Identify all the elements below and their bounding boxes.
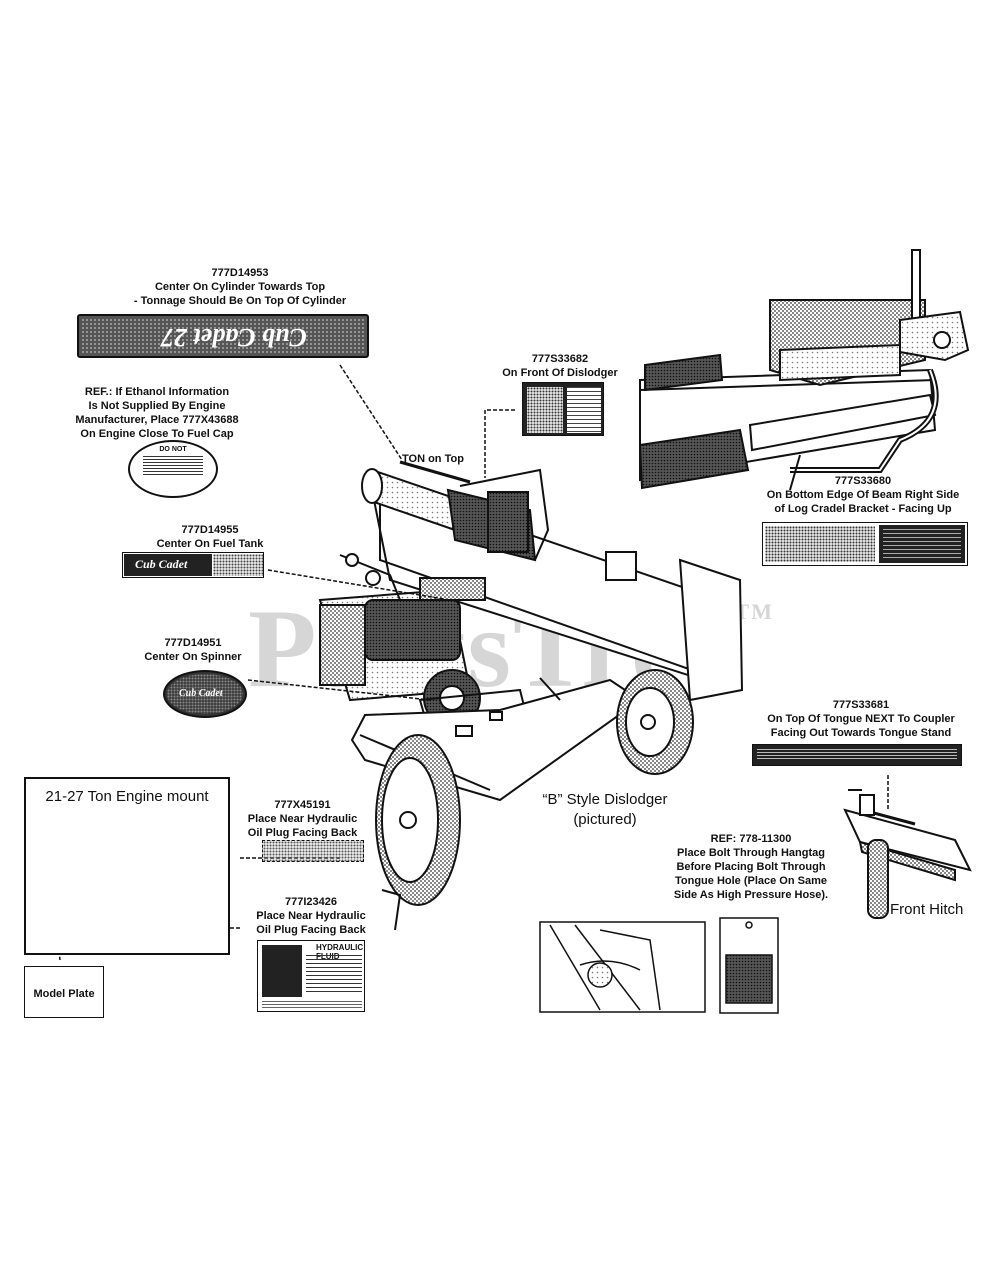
label-ethanol-line2: Is Not Supplied By Engine: [88, 400, 226, 412]
hydraulic-fluid-decal: HYDRAULIC FLUID: [257, 940, 365, 1012]
label-777d14951-line1: Center On Spinner: [144, 651, 242, 663]
label-ethanol-line4: On Engine Close To Fuel Cap: [80, 428, 234, 440]
label-ethanol-line1: REF.: If Ethanol Information: [84, 386, 230, 398]
label-ref-778-part: REF: 778-11300: [710, 833, 792, 845]
label-777i23426-part: 777I23426: [285, 896, 337, 908]
front-hitch-label: Front Hitch: [890, 901, 964, 918]
label-777x45191-line2: Oil Plug Facing Back: [247, 827, 358, 839]
label-777d14953-line1: Center On Cylinder Towards Top: [154, 281, 326, 293]
label-777s33681: 777S33681 On Top Of Tongue NEXT To Coupl…: [750, 698, 972, 740]
label-ref-778-line1: Place Bolt Through Hangtag: [677, 847, 825, 859]
label-777s33682-line1: On Front Of Dislodger: [502, 367, 618, 379]
label-777x45191-line1: Place Near Hydraulic: [247, 813, 358, 825]
label-777s33681-line2: Facing Out Towards Tongue Stand: [770, 727, 952, 739]
label-ref-778-line2: Before Placing Bolt Through: [676, 861, 826, 873]
dislodger-decal: [522, 382, 604, 436]
ethanol-badge: DO NOT: [128, 440, 218, 498]
label-777d14951-part: 777D14951: [164, 637, 222, 649]
ton-on-top-label: TON on Top: [402, 453, 464, 465]
hangtag-closeup-drawing: [539, 917, 779, 1014]
front-hitch-drawing: [843, 789, 972, 919]
label-777s33680-line1: On Bottom Edge Of Beam Right Side: [766, 489, 960, 501]
label-777x45191: 777X45191 Place Near Hydraulic Oil Plug …: [230, 798, 375, 840]
model-plate-box: Model Plate: [24, 966, 104, 1018]
engine-mount-title: 21-27 Ton Engine mount: [45, 788, 209, 805]
engine-mount-panel: 21-27 Ton Engine mount: [24, 777, 230, 955]
label-ref-778-line4: Side As High Pressure Hose).: [673, 889, 829, 901]
beam-decal: [762, 522, 968, 566]
label-777d14953-part: 777D14953: [211, 267, 269, 279]
spinner-decal: Cub Cadet: [163, 670, 247, 718]
label-777s33680-line2: of Log Cradel Bracket - Facing Up: [774, 503, 952, 515]
label-777s33680-part: 777S33680: [834, 475, 892, 487]
spinner-decal-text: Cub Cadet: [179, 688, 223, 699]
label-777d14955: 777D14955 Center On Fuel Tank: [120, 523, 300, 551]
ethanol-badge-text: DO NOT: [159, 446, 187, 453]
label-777d14953-line2: - Tonnage Should Be On Top Of Cylinder: [133, 295, 347, 307]
label-ref-778-11300: REF: 778-11300 Place Bolt Through Hangta…: [660, 832, 842, 902]
label-777d14953: 777D14953 Center On Cylinder Towards Top…: [120, 266, 360, 308]
label-777i23426-line1: Place Near Hydraulic: [256, 910, 366, 922]
cylinder-decal-text: Cub Cadet 27: [161, 323, 307, 352]
label-ref-778-line3: Tongue Hole (Place On Same: [675, 875, 827, 887]
label-777s33682: 777S33682 On Front Of Dislodger: [485, 352, 635, 380]
label-777s33681-part: 777S33681: [832, 699, 890, 711]
fuel-tank-decal-text: Cub Cadet: [135, 557, 188, 571]
label-b-style-line1: “B” Style Dislodger: [542, 791, 668, 808]
label-777i23426: 777I23426 Place Near Hydraulic Oil Plug …: [236, 895, 386, 937]
label-777x45191-part: 777X45191: [274, 799, 331, 811]
cylinder-decal: Cub Cadet 27: [77, 314, 369, 358]
beam-closeup-drawing: [638, 249, 980, 500]
tongue-decal: [752, 744, 962, 766]
label-777s33680: 777S33680 On Bottom Edge Of Beam Right S…: [752, 474, 974, 516]
label-777s33682-part: 777S33682: [531, 353, 589, 365]
label-777d14951: 777D14951 Center On Spinner: [118, 636, 268, 664]
label-777s33681-line1: On Top Of Tongue NEXT To Coupler: [767, 713, 955, 725]
log-splitter-drawing: [318, 460, 744, 931]
oil-plug-decal-small: [262, 840, 364, 862]
label-ethanol-ref: REF.: If Ethanol Information Is Not Supp…: [62, 385, 252, 441]
label-777i23426-line2: Oil Plug Facing Back: [256, 924, 366, 936]
model-plate-label: Model Plate: [33, 988, 95, 1000]
label-b-style-line2: (pictured): [573, 811, 637, 828]
label-777d14955-part: 777D14955: [181, 524, 239, 536]
label-777d14955-line1: Center On Fuel Tank: [156, 538, 264, 550]
fuel-tank-decal: Cub Cadet: [122, 552, 264, 578]
label-b-style-dislodger: “B” Style Dislodger (pictured): [530, 790, 680, 830]
label-ethanol-line3: Manufacturer, Place 777X43688: [75, 414, 239, 426]
